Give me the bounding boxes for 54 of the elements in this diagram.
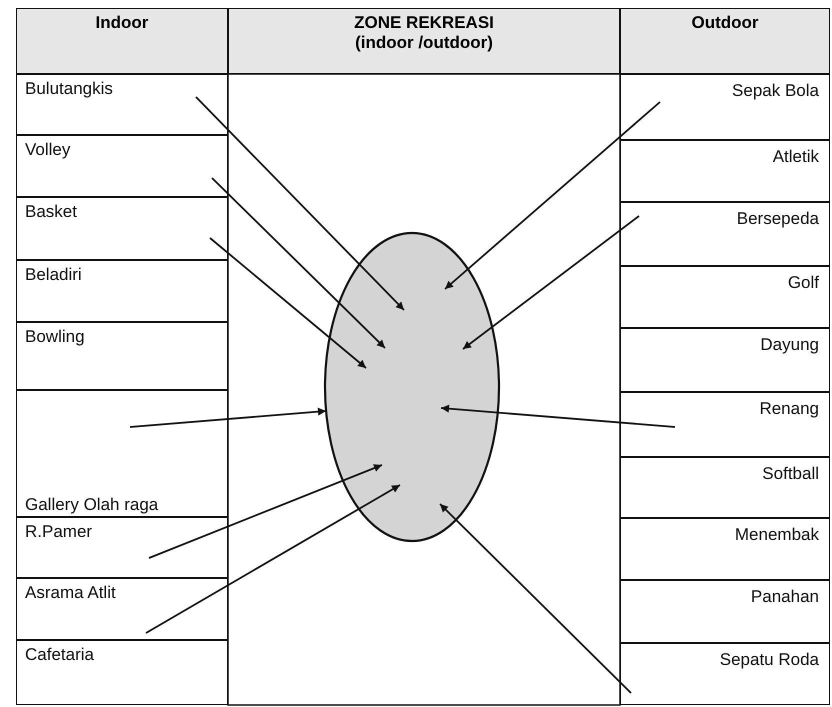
table-cell [620,580,830,643]
table-cell [620,266,830,328]
table-cell [16,322,228,390]
activity-label: Menembak [734,525,819,544]
arrow [439,503,632,694]
table-cell [620,643,830,705]
header-cell [16,8,228,74]
table-cell [620,140,830,202]
header-cell [228,8,620,74]
arrow [195,96,405,311]
table-cell [620,392,830,457]
column-heading: ZONE REKREASI (indoor /outdoor) [353,13,495,53]
activity-label: Bersepeda [736,209,819,228]
arrow [148,464,382,559]
activity-label: Basket [25,202,77,221]
arrow [462,215,640,350]
table-cell [16,74,228,135]
arrow [146,484,400,634]
table-cell [16,578,228,640]
arrow [209,237,367,369]
activity-label: Bulutangkis [25,79,113,98]
activity-label: Atletik [772,147,819,166]
table-cell [620,457,830,518]
table-cell [16,640,228,705]
activity-label: Volley [25,140,70,159]
arrow [444,101,661,290]
activity-label: Cafetaria [25,645,94,664]
activity-label: Bowling [25,327,85,346]
arrow [130,408,326,428]
table-cell [620,518,830,580]
header-cell [620,8,830,74]
activity-label: Panahan [750,587,819,606]
table-cell [620,328,830,392]
table-cell [16,390,228,517]
activity-label: Sepatu Roda [720,650,819,669]
activity-label: Asrama Atlit [25,583,116,602]
column-heading: Indoor [94,13,150,33]
activity-label: R.Pamer [25,522,92,541]
activity-label: Dayung [760,335,819,354]
arrow [440,404,676,428]
activity-label: Renang [759,399,819,418]
table-cell [620,202,830,266]
activity-label: Golf [788,273,819,292]
table-cell [16,260,228,322]
table-cell [16,517,228,578]
table-cell [16,197,228,260]
activity-label: Gallery Olah raga [25,495,160,514]
table-cell [16,135,228,197]
activity-label: Sepak Bola [732,81,819,100]
activity-label: Softball [762,464,819,483]
column-heading: Outdoor [690,13,760,33]
activity-label: Beladiri [25,265,82,284]
table-cell [620,74,830,140]
arrow [211,177,386,349]
